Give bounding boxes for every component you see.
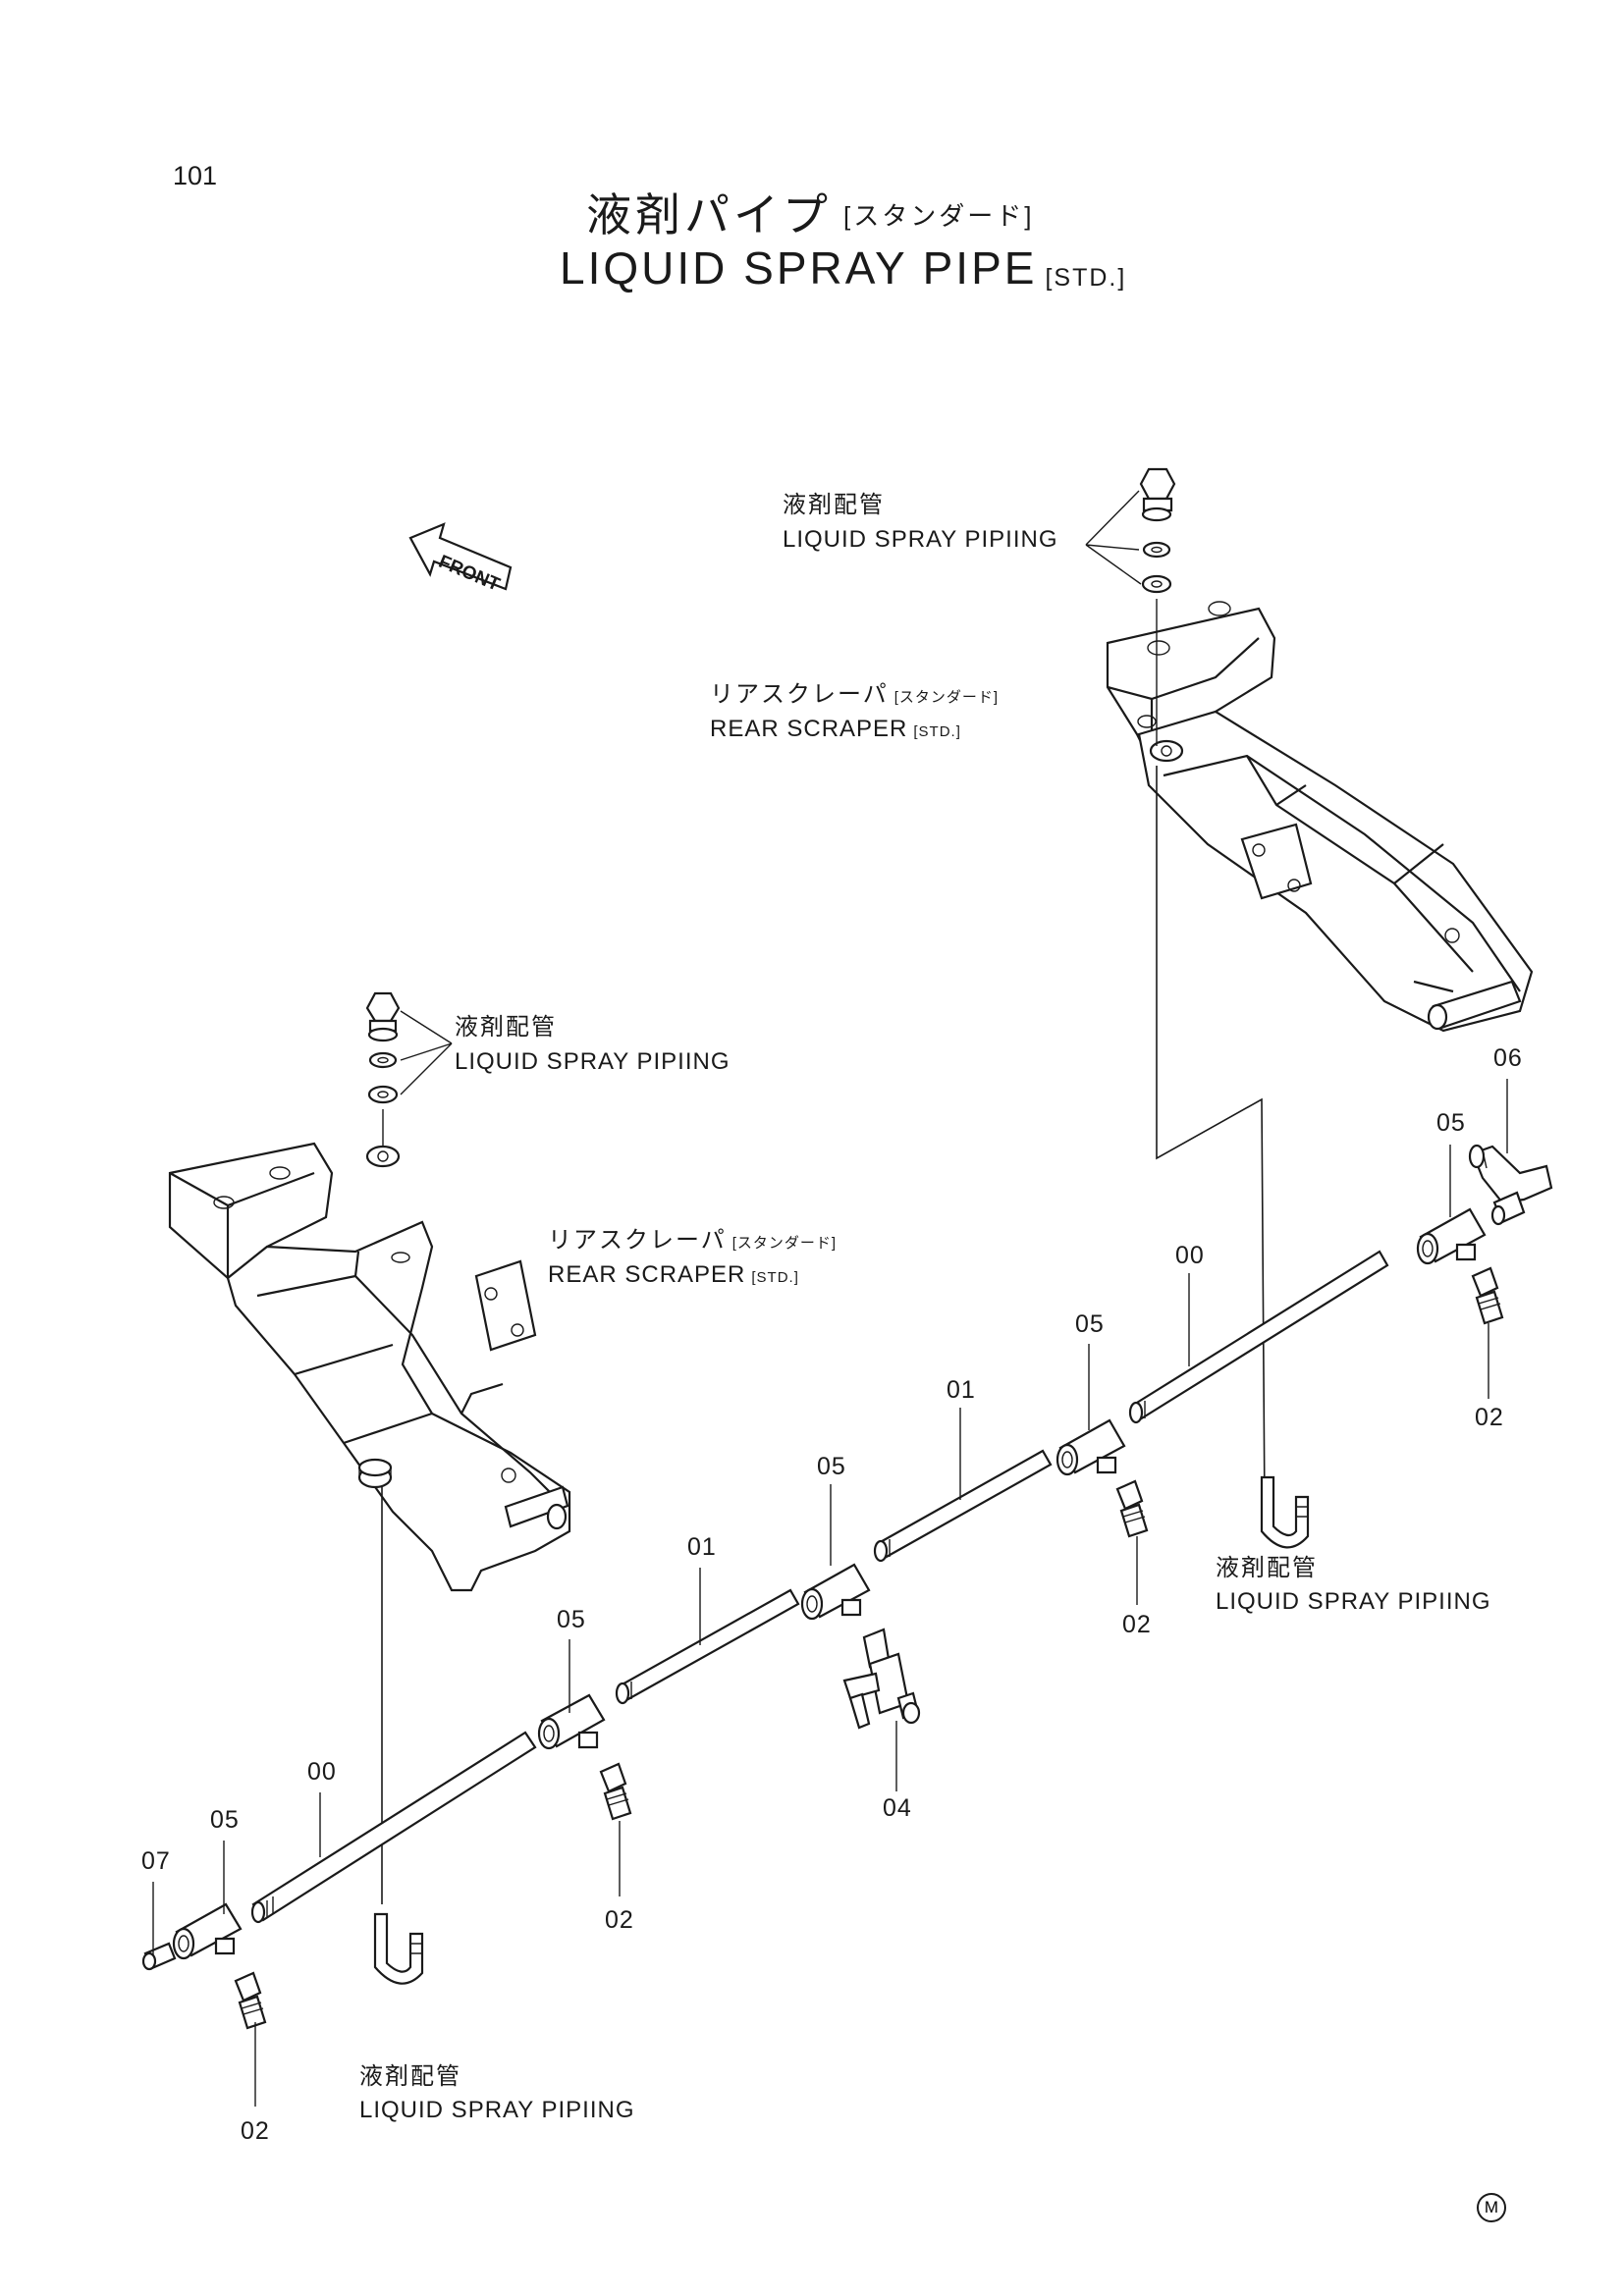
page-number: 101 xyxy=(173,161,218,190)
scraper-label-jp-left-sub: [スタンダード] xyxy=(731,1235,838,1252)
pipe-assembly xyxy=(141,1144,1553,2030)
callout-05-c: 05 xyxy=(817,1453,846,1480)
callout-02-c: 02 xyxy=(1122,1611,1152,1638)
callout-05-d: 05 xyxy=(1075,1310,1105,1338)
callout-02-b: 02 xyxy=(605,1906,634,1934)
manufacturer-mark: M xyxy=(1477,2193,1506,2222)
piping-label-jp-right: 液剤配管 xyxy=(1216,1555,1318,1581)
scraper-label-en-right-sub: [STD.] xyxy=(913,723,961,740)
piping-label-en-right: LIQUID SPRAY PIPIING xyxy=(1216,1588,1491,1615)
callout-05-e: 05 xyxy=(1436,1109,1466,1137)
callout-00-b: 00 xyxy=(1175,1242,1205,1269)
title-english: LIQUID SPRAY PIPE[STD.] xyxy=(560,245,1126,291)
piping-label-jp-left: 液剤配管 xyxy=(455,1014,557,1041)
drain-valve xyxy=(842,1628,921,1730)
title-japanese-sub: [スタンダード] xyxy=(843,201,1035,231)
scraper-label-en-right: REAR SCRAPER [STD.] xyxy=(710,718,961,741)
piping-label-jp-top: 液剤配管 xyxy=(783,492,885,518)
callout-00-a: 00 xyxy=(307,1758,337,1786)
callout-01-b: 01 xyxy=(947,1376,976,1404)
callout-06: 06 xyxy=(1493,1044,1523,1072)
title-english-main: LIQUID SPRAY PIPE xyxy=(560,242,1038,294)
scraper-label-jp-left: リアスクレーパ[スタンダード] xyxy=(548,1229,837,1253)
scraper-label-en-left-main: REAR SCRAPER xyxy=(548,1261,746,1288)
piping-label-en-bottom: LIQUID SPRAY PIPIING xyxy=(359,2097,635,2123)
front-arrow-icon: FRONT xyxy=(408,522,513,596)
title-japanese-main: 液剤パイプ xyxy=(586,189,832,240)
scraper-label-jp-right: リアスクレーパ[スタンダード] xyxy=(710,683,999,707)
rear-scraper-right xyxy=(1106,601,1534,1033)
piping-label-jp-bottom: 液剤配管 xyxy=(359,2063,461,2090)
scraper-label-jp-right-main: リアスクレーパ xyxy=(710,681,889,708)
callout-05-b: 05 xyxy=(557,1606,586,1633)
bolt-washer-stack-left xyxy=(365,991,453,1147)
rear-scraper-left xyxy=(168,1142,571,1592)
title-japanese: 液剤パイプ [スタンダード] xyxy=(586,192,1034,238)
scraper-label-jp-left-main: リアスクレーパ xyxy=(548,1227,727,1254)
callout-leaders xyxy=(152,1079,1508,2107)
callout-04: 04 xyxy=(883,1794,912,1822)
scraper-label-jp-right-sub: [スタンダード] xyxy=(893,689,1000,706)
callout-07: 07 xyxy=(141,1847,171,1875)
piping-label-en-left: LIQUID SPRAY PIPIING xyxy=(455,1048,731,1075)
callout-02-d: 02 xyxy=(1475,1404,1504,1431)
hose-end-left xyxy=(373,1912,424,1985)
scraper-label-en-left-sub: [STD.] xyxy=(751,1269,799,1286)
scraper-label-en-left: REAR SCRAPER [STD.] xyxy=(548,1263,799,1287)
callout-05-a: 05 xyxy=(210,1806,240,1834)
callout-02-a: 02 xyxy=(241,2117,270,2145)
hose-end-right xyxy=(1260,1475,1310,1549)
piping-label-en-top: LIQUID SPRAY PIPIING xyxy=(783,526,1058,553)
callout-01-a: 01 xyxy=(687,1533,717,1561)
bolt-washer-stack-right xyxy=(1085,467,1176,746)
title-english-sub: [STD.] xyxy=(1045,264,1127,292)
scraper-label-en-right-main: REAR SCRAPER xyxy=(710,716,908,742)
